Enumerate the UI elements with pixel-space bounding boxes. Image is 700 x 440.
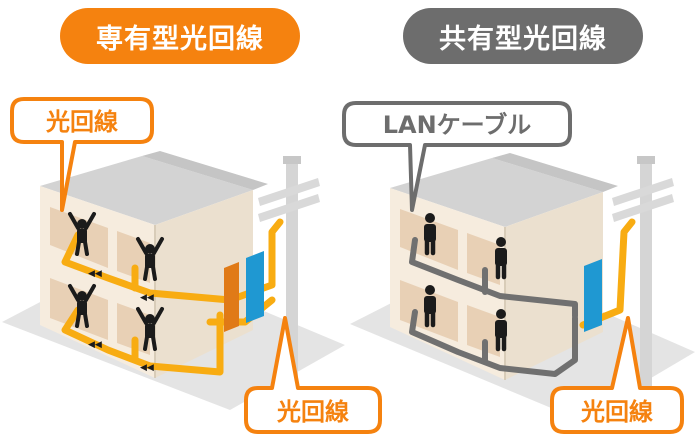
callout-fiber-bottom-right: 光回線 <box>550 316 684 434</box>
exclusive-fiber-header: 専有型光回線 <box>60 8 300 64</box>
roof-left <box>40 156 253 225</box>
shared-building-scene <box>350 153 695 420</box>
callout-fiber-bottom-left: 光回線 <box>244 316 382 434</box>
callout-lan-cable-label: LANケーブル <box>383 111 532 139</box>
callout-fiber-top-left-label: 光回線 <box>45 108 118 136</box>
building-side-right <box>505 192 603 380</box>
callout-fiber-top-left: 光回線 <box>10 97 154 212</box>
exclusive-fiber-header-label: 専有型光回線 <box>96 23 264 55</box>
svg-text:◀◀: ◀◀ <box>140 293 154 303</box>
utility-pole-icon-right <box>612 156 674 388</box>
shared-distribution-box <box>584 259 602 332</box>
shared-fiber-header: 共有型光回線 <box>403 8 643 64</box>
shared-fiber-header-label: 共有型光回線 <box>439 23 607 55</box>
svg-text:◀◀: ◀◀ <box>140 363 154 373</box>
building-side-left <box>155 190 253 378</box>
callout-fiber-bottom-right-label: 光回線 <box>580 398 653 426</box>
lan-cable-lines <box>409 237 578 377</box>
svg-text:◀◀: ◀◀ <box>88 269 102 279</box>
svg-text:◀◀: ◀◀ <box>88 340 102 350</box>
callout-lan-cable: LANケーブル <box>342 101 572 212</box>
distribution-box-orange <box>224 262 239 332</box>
distribution-box-blue <box>246 251 264 323</box>
roof-right <box>390 158 603 227</box>
callout-fiber-bottom-left-label: 光回線 <box>276 398 349 426</box>
exclusive-building-scene: ◀◀ ◀◀ ◀◀ ◀◀ <box>2 151 345 410</box>
